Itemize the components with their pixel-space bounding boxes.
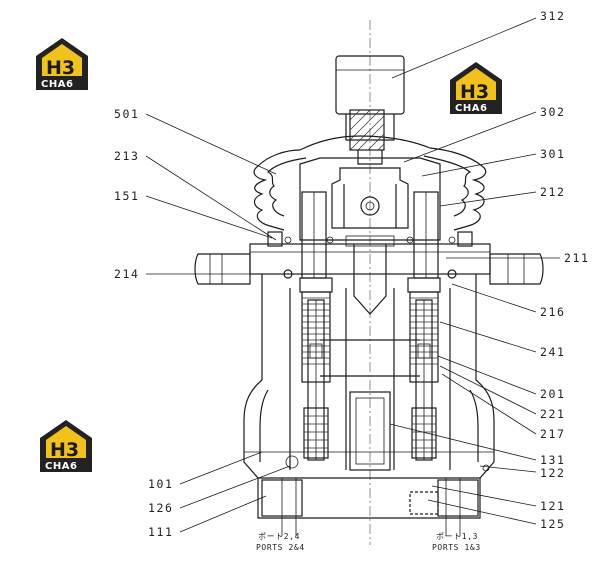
port-label-left-jp: ポート2,4 [258,532,300,541]
callout-151: 151 [114,189,140,203]
logo-letters: H3 [50,439,79,461]
callout-121: 121 [540,499,566,513]
callout-301: 301 [540,147,566,161]
port-label-right-en: PORTS 1&3 [432,543,481,552]
callout-213: 213 [114,149,140,163]
callout-111: 111 [148,525,174,539]
logo-word: CHA6 [455,103,487,114]
port-label-right-jp: ポート1,3 [436,532,478,541]
leader-lines [145,17,560,533]
logo-word: CHA6 [41,79,73,90]
base-plate [257,455,490,536]
callout-302: 302 [540,105,566,119]
rubber-boot [253,135,487,231]
watermark-logo-top-left: H3 CHA6 [36,38,88,90]
callout-217: 217 [540,427,566,441]
callout-312: 312 [540,9,566,23]
callout-501: 501 [114,107,140,121]
casing [243,274,495,479]
callout-201: 201 [540,387,566,401]
logo-letters: H3 [460,81,489,103]
callout-131: 131 [540,453,566,467]
logo-letters: H3 [46,57,75,79]
logo-word: CHA6 [45,461,77,472]
callout-221: 221 [540,407,566,421]
port-label-left-en: PORTS 2&4 [256,543,305,552]
callout-211: 211 [564,251,590,265]
callout-241: 241 [540,345,566,359]
callout-214: 214 [114,267,140,281]
callout-216: 216 [540,305,566,319]
callout-125: 125 [540,517,566,531]
watermark-logo-bottom-left: H3 CHA6 [40,420,92,472]
handle-shaft [335,55,405,165]
callout-212: 212 [540,185,566,199]
right-spool [407,277,441,461]
watermark-logo-top-right: H3 CHA6 [450,62,502,114]
callout-126: 126 [148,501,174,515]
callout-122: 122 [540,466,566,480]
side-ports [194,253,544,285]
left-spool [299,277,333,461]
callout-101: 101 [148,477,174,491]
